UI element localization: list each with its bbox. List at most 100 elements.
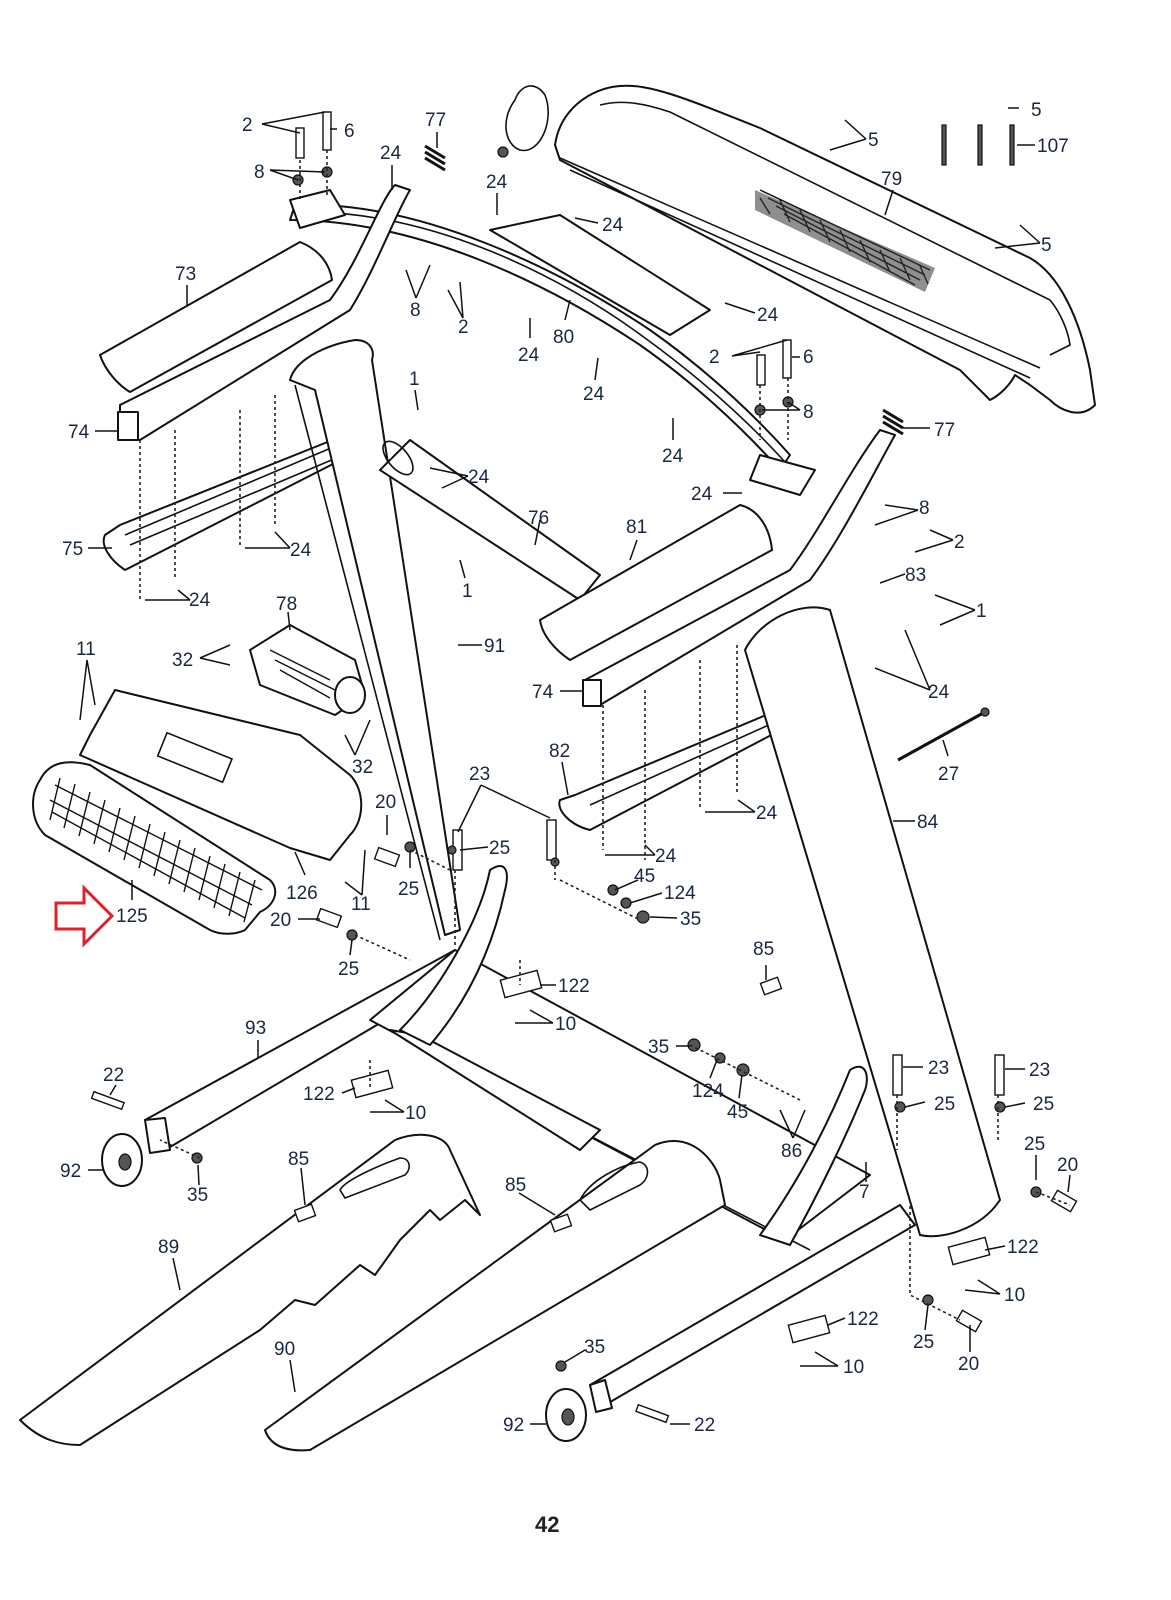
callout-10: 10 — [555, 1014, 576, 1035]
callout-76: 76 — [528, 508, 549, 529]
callout-5: 5 — [1041, 235, 1052, 256]
part-80-upper-frame-bar — [289, 189, 816, 496]
callout-93: 93 — [245, 1018, 266, 1039]
callout-124: 124 — [664, 883, 696, 904]
callout-24: 24 — [468, 467, 490, 488]
callout-82: 82 — [549, 741, 570, 762]
part-right-base-rail — [589, 1204, 916, 1413]
callout-45: 45 — [634, 866, 655, 887]
callout-81: 81 — [626, 517, 647, 538]
callout-86: 86 — [781, 1141, 802, 1162]
callout-20: 20 — [270, 910, 291, 931]
callout-24: 24 — [928, 682, 950, 703]
callout-35: 35 — [584, 1337, 605, 1358]
callout-24: 24 — [518, 345, 540, 366]
part-76-crossbar-tube — [379, 439, 601, 601]
callout-23: 23 — [928, 1058, 949, 1079]
callout-6: 6 — [344, 121, 355, 142]
callout-24: 24 — [691, 484, 713, 505]
callout-89: 89 — [158, 1237, 179, 1258]
callout-7: 7 — [859, 1182, 870, 1203]
callout-24: 24 — [655, 846, 677, 867]
callout-20: 20 — [1057, 1155, 1078, 1176]
callout-8: 8 — [803, 402, 814, 423]
callout-24: 24 — [380, 143, 402, 164]
callout-24: 24 — [189, 590, 211, 611]
callout-24: 24 — [602, 215, 624, 236]
callout-2: 2 — [458, 317, 469, 338]
callout-24: 24 — [756, 803, 778, 824]
console-speaker-grille-icon — [755, 189, 935, 292]
callout-35: 35 — [680, 909, 701, 930]
callout-20: 20 — [375, 792, 396, 813]
part-125-hood-grille — [32, 761, 277, 935]
assembly-dashed-lines — [139, 150, 1071, 1321]
callout-25: 25 — [1024, 1134, 1045, 1155]
callout-35: 35 — [187, 1185, 208, 1206]
callout-23: 23 — [1029, 1060, 1050, 1081]
page-number: 42 — [535, 1512, 559, 1537]
callout-74: 74 — [68, 422, 90, 443]
callout-85: 85 — [505, 1175, 526, 1196]
callout-20: 20 — [958, 1354, 979, 1375]
callout-24: 24 — [662, 446, 684, 467]
part-74-right-crossbar — [582, 429, 896, 707]
callout-125: 125 — [116, 906, 148, 927]
part-73-left-handrail-cover — [99, 241, 333, 393]
callout-45: 45 — [727, 1102, 748, 1123]
callout-2: 2 — [954, 532, 965, 553]
callout-24: 24 — [290, 540, 312, 561]
callout-10: 10 — [1004, 1285, 1025, 1306]
callout-78: 78 — [276, 594, 297, 615]
callout-83: 83 — [905, 565, 926, 586]
callout-8: 8 — [410, 300, 421, 321]
callout-24: 24 — [757, 305, 779, 326]
callout-8: 8 — [254, 162, 265, 183]
callout-107: 107 — [1037, 136, 1069, 157]
callout-92: 92 — [503, 1415, 524, 1436]
callout-79: 79 — [881, 169, 902, 190]
callout-25: 25 — [338, 959, 359, 980]
callout-6: 6 — [803, 347, 814, 368]
callout-73: 73 — [175, 264, 196, 285]
callout-5: 5 — [1031, 100, 1042, 121]
callout-25: 25 — [913, 1332, 934, 1353]
callout-1: 1 — [462, 581, 473, 602]
callout-25: 25 — [1033, 1094, 1054, 1115]
part-84-right-upright — [744, 606, 1001, 1238]
part-incline-arm-left — [399, 865, 508, 1046]
callout-1: 1 — [976, 601, 987, 622]
callout-25: 25 — [489, 838, 510, 859]
callout-92: 92 — [60, 1161, 81, 1182]
part-90-right-side-cover — [264, 1139, 726, 1452]
callout-2: 2 — [242, 115, 253, 136]
callout-24: 24 — [583, 384, 605, 405]
callout-8: 8 — [919, 498, 930, 519]
callout-25: 25 — [934, 1094, 955, 1115]
callout-23: 23 — [469, 764, 490, 785]
callout-85: 85 — [753, 939, 774, 960]
callout-122: 122 — [303, 1084, 335, 1105]
callout-35: 35 — [648, 1037, 669, 1058]
part-79-console-shell — [497, 84, 1096, 414]
callout-11: 11 — [351, 894, 371, 915]
callout-labels: 2 6 8 77 24 73 8 2 24 24 80 24 24 24 24 … — [60, 100, 1078, 1436]
callout-leader-lines — [79, 107, 1071, 1425]
part-92-wheel-right — [545, 1388, 587, 1442]
part-81-right-handrail-cover — [539, 504, 773, 661]
callout-84: 84 — [917, 812, 939, 833]
callout-25: 25 — [398, 879, 419, 900]
part-incline-arm-right — [759, 1065, 868, 1246]
callout-77: 77 — [425, 110, 446, 131]
callout-80: 80 — [553, 327, 574, 348]
callout-126: 126 — [286, 883, 318, 904]
callout-122: 122 — [847, 1309, 879, 1330]
callout-10: 10 — [843, 1357, 864, 1378]
callout-74: 74 — [532, 682, 554, 703]
callout-124: 124 — [692, 1081, 724, 1102]
callout-2: 2 — [709, 347, 720, 368]
part-92-wheel-left — [101, 1133, 143, 1187]
callout-24: 24 — [486, 172, 508, 193]
callout-75: 75 — [62, 539, 83, 560]
